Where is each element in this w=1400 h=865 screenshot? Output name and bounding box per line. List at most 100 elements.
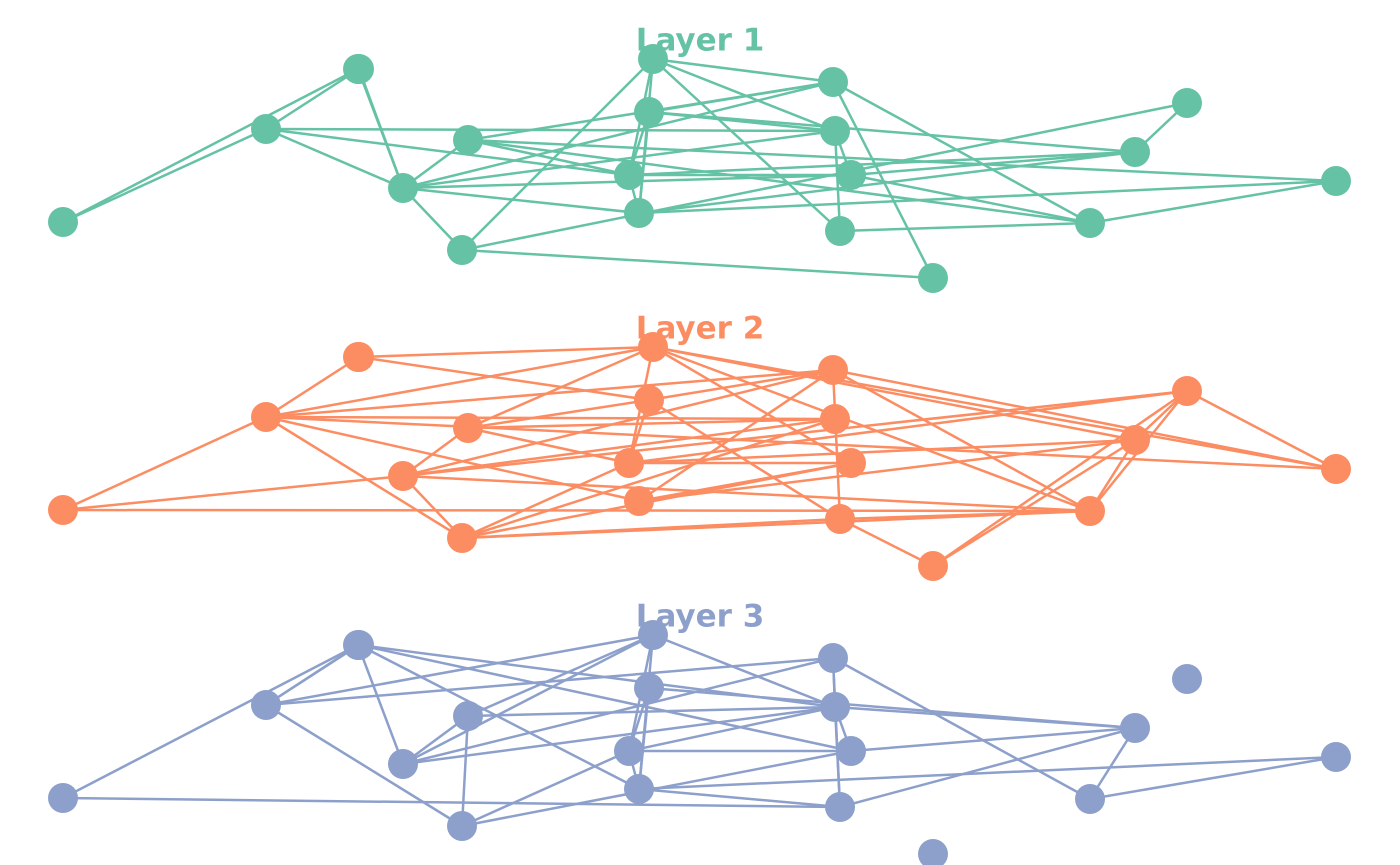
node (453, 701, 483, 731)
edge (357, 68, 405, 189)
node (624, 774, 654, 804)
edge (467, 705, 836, 718)
node (48, 783, 78, 813)
layer-2-group: Layer 2 (48, 311, 1351, 581)
edge (831, 657, 842, 808)
node (638, 44, 668, 74)
edge (652, 633, 836, 709)
edge (402, 656, 834, 766)
edge (638, 755, 1337, 791)
node (634, 385, 664, 415)
node (614, 160, 644, 190)
edge (265, 643, 360, 707)
edge (62, 67, 359, 224)
edge (402, 186, 640, 215)
node (836, 160, 866, 190)
node (1075, 208, 1105, 238)
edge (1089, 179, 1337, 225)
layer-3-group: Layer 3 (48, 599, 1351, 865)
node (825, 216, 855, 246)
edge (832, 368, 1091, 513)
edge (265, 633, 654, 707)
edge (834, 705, 1136, 730)
edge (461, 101, 1188, 252)
edge (265, 345, 654, 419)
node (918, 263, 948, 293)
node (638, 620, 668, 650)
edge (62, 474, 404, 512)
edge (402, 80, 834, 190)
edge (637, 58, 655, 214)
edge (265, 415, 640, 503)
edge (265, 703, 463, 828)
edge (460, 715, 470, 827)
node (1172, 664, 1202, 694)
node (818, 643, 848, 673)
node (624, 486, 654, 516)
edge (652, 345, 1337, 471)
edge (461, 248, 934, 280)
edge (358, 643, 640, 791)
edge (358, 345, 654, 359)
node (1075, 496, 1105, 526)
edge (467, 417, 836, 430)
node (634, 97, 664, 127)
node (1321, 454, 1351, 484)
node (1120, 713, 1150, 743)
edge (831, 369, 842, 520)
layer-1-group: Layer 1 (48, 23, 1351, 293)
edge (839, 221, 1091, 233)
edge (467, 138, 630, 177)
edge (62, 643, 359, 800)
node (1120, 137, 1150, 167)
edge (832, 80, 1091, 225)
node (1321, 166, 1351, 196)
node (1120, 425, 1150, 455)
node (836, 736, 866, 766)
edge (265, 415, 836, 421)
edge (402, 389, 1188, 478)
edge (638, 438, 1136, 503)
layer-title: Layer 3 (636, 599, 765, 635)
node (818, 67, 848, 97)
edge (461, 58, 654, 251)
node (818, 355, 848, 385)
edge (638, 179, 1337, 215)
edge (648, 398, 841, 521)
edge (265, 415, 463, 540)
edge (265, 415, 1337, 471)
edge (265, 127, 404, 190)
node (48, 495, 78, 525)
node (634, 673, 664, 703)
edge (648, 110, 1136, 154)
node (918, 551, 948, 581)
edge (461, 461, 630, 540)
edge (467, 426, 630, 465)
node (388, 173, 418, 203)
edge (1089, 755, 1337, 801)
edge (358, 355, 650, 402)
node (1321, 742, 1351, 772)
edge (62, 127, 267, 224)
node (638, 332, 668, 362)
edge (831, 81, 935, 279)
edge (461, 417, 836, 540)
edge (265, 67, 360, 131)
edge (652, 345, 852, 465)
edge (467, 138, 1091, 225)
edge (839, 509, 1091, 521)
edge (467, 633, 654, 718)
edge (832, 656, 1091, 801)
edge (652, 58, 841, 232)
node (820, 116, 850, 146)
edge (850, 726, 1136, 753)
edge (638, 787, 841, 809)
edge (652, 57, 836, 133)
edge (648, 80, 834, 114)
node (447, 811, 477, 841)
edge (402, 417, 836, 478)
node (388, 461, 418, 491)
edge (638, 368, 834, 503)
node (614, 736, 644, 766)
